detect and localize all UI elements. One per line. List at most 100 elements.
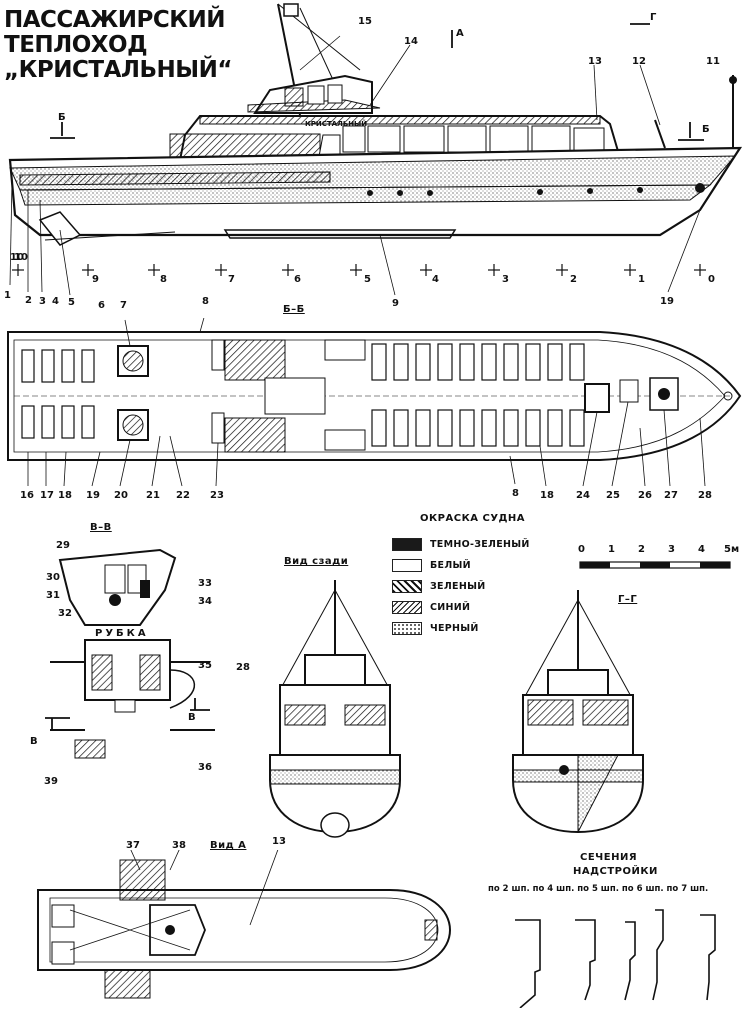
legend-swatch-white <box>392 559 422 572</box>
plan-callout-7: 7 <box>120 300 127 311</box>
frame-5: 5 <box>364 274 371 285</box>
frame-7: 7 <box>228 274 235 285</box>
vv-callout-39: 39 <box>44 776 58 787</box>
callout-11: 11 <box>706 56 720 67</box>
plan-callout-24: 24 <box>576 490 590 501</box>
legend-swatch-green <box>392 580 422 593</box>
rear-view-drawing <box>269 580 401 838</box>
plan-callout-8-bottom: 8 <box>512 488 519 499</box>
section-vv-drawing <box>45 548 215 759</box>
superstructure-profiles <box>515 909 716 1008</box>
callout-15: 15 <box>358 16 372 27</box>
marker-g: Г <box>650 12 657 23</box>
callout-19: 19 <box>660 296 674 307</box>
plan-leaders <box>27 318 706 487</box>
marker-b-right: Б <box>702 124 710 135</box>
scale-bar <box>579 561 731 569</box>
vv-callout-29: 29 <box>56 540 70 551</box>
section-gg-drawing <box>512 590 644 834</box>
frame-10: 10 <box>14 252 28 263</box>
legend-label-green: ЗЕЛЕНЫЙ <box>430 581 486 592</box>
frame-8: 8 <box>160 274 167 285</box>
plan-callout-26: 26 <box>638 490 652 501</box>
callout-4: 4 <box>52 296 59 307</box>
plan-callout-18-fwd: 18 <box>540 490 554 501</box>
vv-callout-34: 34 <box>198 596 212 607</box>
marker-a: A <box>456 28 464 39</box>
callout-1: 1 <box>4 290 11 301</box>
section-vv-caption: В–В <box>90 522 112 533</box>
view-a-callout-37: 37 <box>126 840 140 851</box>
plan-callout-27: 27 <box>664 490 678 501</box>
callout-6: 6 <box>98 300 105 311</box>
legend-item-green: ЗЕЛЕНЫЙ <box>392 576 530 597</box>
callout-3: 3 <box>39 296 46 307</box>
title-line-2: ТЕПЛОХОД <box>4 32 148 58</box>
hull: КРИСТАЛЬНЫЙ <box>8 75 743 246</box>
view-a-callout-13: 13 <box>272 836 286 847</box>
plan-callout-19: 19 <box>86 490 100 501</box>
frame-9: 9 <box>92 274 99 285</box>
vv-callout-32: 32 <box>58 608 72 619</box>
vv-callout-36: 36 <box>198 762 212 773</box>
scale-tick-5: 5м <box>724 544 740 555</box>
rear-callout-28: 28 <box>236 662 250 673</box>
marker-b-left: Б <box>58 112 66 123</box>
view-a-drawing <box>37 850 452 999</box>
title-line-1: ПАССАЖИРСКИЙ <box>4 7 226 33</box>
callout-10: 10 <box>10 252 24 263</box>
legend-title: ОКРАСКА СУДНА <box>420 513 526 524</box>
vv-callout-31: 31 <box>46 590 60 601</box>
rear-view-caption: Вид сзади <box>284 556 349 567</box>
plan-callout-16: 16 <box>20 490 34 501</box>
vv-callout-35: 35 <box>198 660 212 671</box>
plan-callout-21: 21 <box>146 490 160 501</box>
section-b-markers <box>50 23 704 141</box>
frame-marks <box>12 264 706 276</box>
scale-tick-3: 3 <box>668 544 675 555</box>
scale-tick-1: 1 <box>608 544 615 555</box>
side-elevation: КРИСТАЛЬНЫЙ <box>8 3 743 296</box>
seats-aft <box>21 349 95 439</box>
legend-item-blue: СИНИЙ <box>392 597 530 618</box>
view-a-caption: Вид А <box>210 840 247 851</box>
callout-12: 12 <box>632 56 646 67</box>
vv-marker-left: В <box>30 736 38 747</box>
plan-callout-8-top: 8 <box>202 296 209 307</box>
callout-5: 5 <box>68 297 75 308</box>
wheelhouse <box>247 74 381 114</box>
legend-label-black: ЧЕРНЫЙ <box>430 623 479 634</box>
legend-swatch-dark-green <box>392 538 422 551</box>
plan-callout-22: 22 <box>176 490 190 501</box>
plan-callout-28: 28 <box>698 490 712 501</box>
hull-name-text: КРИСТАЛЬНЫЙ <box>305 119 367 128</box>
seats-fwd <box>371 343 585 447</box>
plan-caption: Б–Б <box>283 304 305 315</box>
plan-callout-25: 25 <box>606 490 620 501</box>
legend-swatch-blue <box>392 601 422 614</box>
drawing-title: ПАССАЖИРСКИЙ ТЕПЛОХОД „КРИСТАЛЬНЫЙ“ <box>4 8 232 83</box>
callout-9: 9 <box>392 298 399 309</box>
callout-13: 13 <box>588 56 602 67</box>
legend-item-black: ЧЕРНЫЙ <box>392 618 530 639</box>
callout-2: 2 <box>25 295 32 306</box>
frame-6: 6 <box>294 274 301 285</box>
frame-2: 2 <box>570 274 577 285</box>
plan-view <box>7 318 742 487</box>
frame-3: 3 <box>502 274 509 285</box>
legend-label-white: БЕЛЫЙ <box>430 560 471 571</box>
sections-title-1: СЕЧЕНИЯ <box>580 852 638 863</box>
frame-1: 1 <box>638 274 645 285</box>
legend: ТЕМНО-ЗЕЛЕНЫЙ БЕЛЫЙ ЗЕЛЕНЫЙ СИНИЙ ЧЕРНЫЙ <box>392 534 530 639</box>
side-leaders <box>9 35 701 296</box>
vv-callout-30: 30 <box>46 572 60 583</box>
section-vv-subcaption: РУБКА <box>95 628 149 639</box>
title-line-3: „КРИСТАЛЬНЫЙ“ <box>4 57 232 83</box>
sections-title-2: НАДСТРОЙКИ <box>573 866 658 877</box>
view-a-callout-38: 38 <box>172 840 186 851</box>
legend-item-white: БЕЛЫЙ <box>392 555 530 576</box>
legend-item-dark-green: ТЕМНО-ЗЕЛЕНЫЙ <box>392 534 530 555</box>
section-gg-caption: Г–Г <box>618 594 638 605</box>
plan-callout-17: 17 <box>40 490 54 501</box>
scale-tick-4: 4 <box>698 544 705 555</box>
